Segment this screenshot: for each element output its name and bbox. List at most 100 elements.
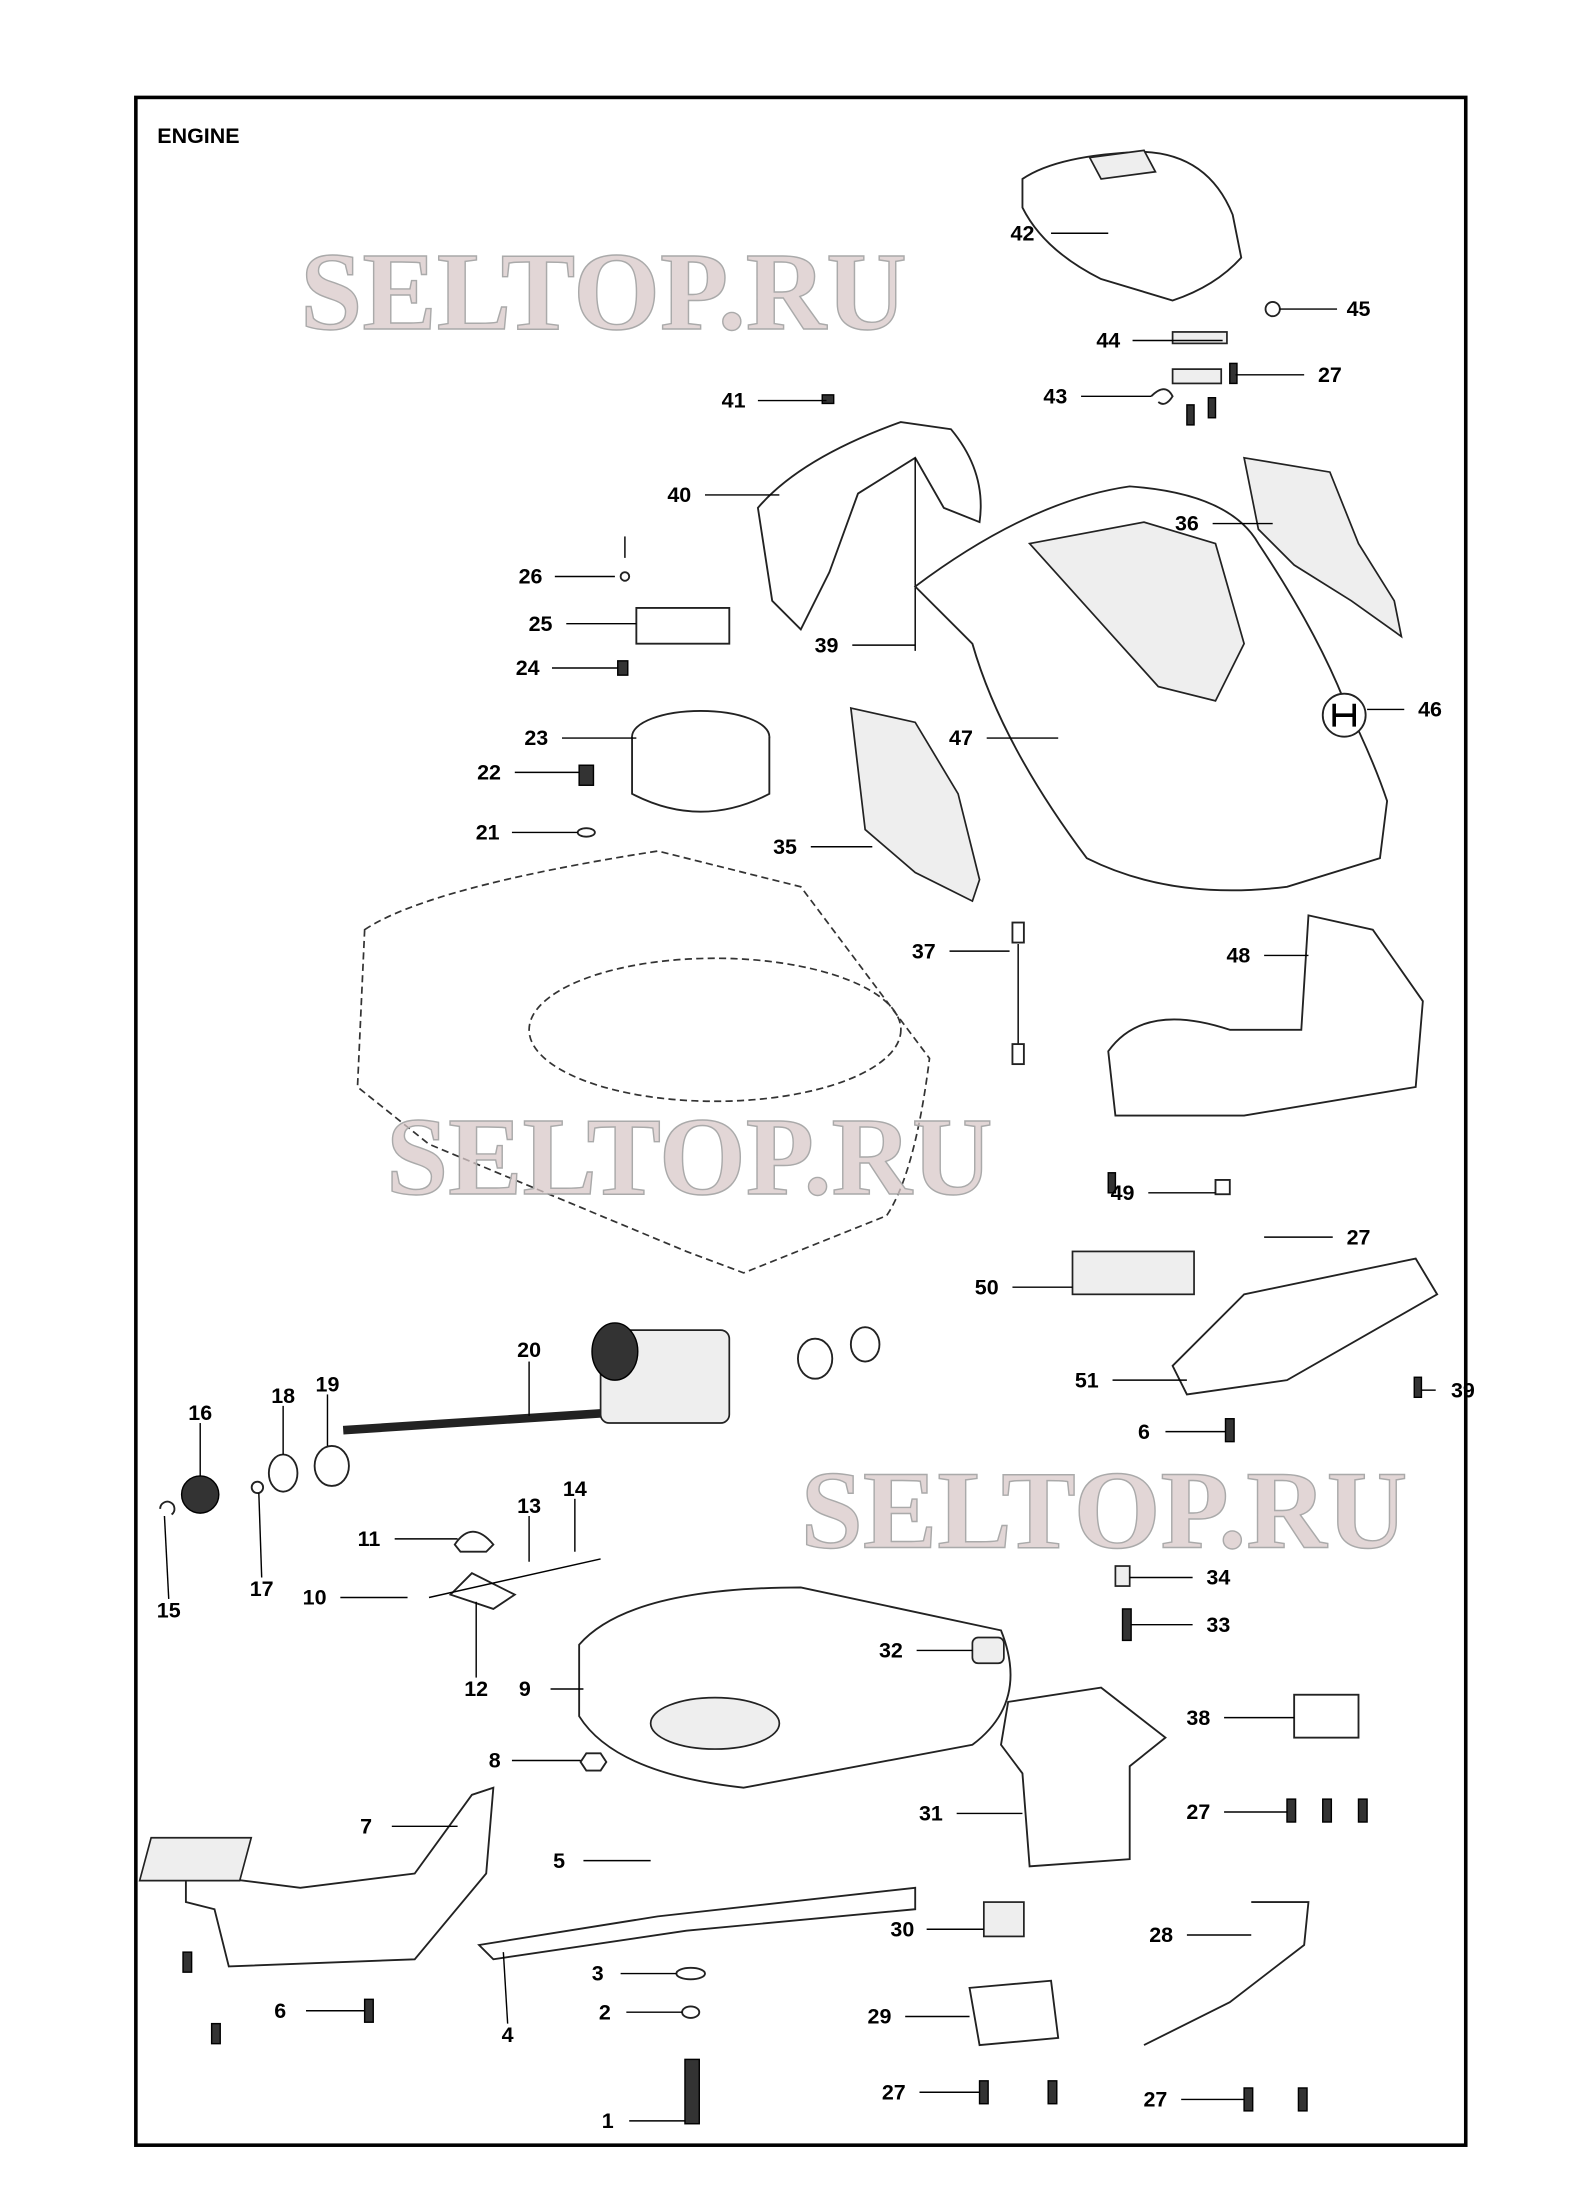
callout-part-27: 27 — [1186, 1800, 1210, 1824]
callout-part-1: 1 — [602, 2109, 614, 2133]
part-15-clip — [159, 1500, 176, 1516]
callout-part-17: 17 — [250, 1577, 274, 1601]
callout-part-27: 27 — [882, 2080, 906, 2104]
part-20-motor-end — [591, 1322, 639, 1381]
screw — [1186, 404, 1195, 426]
callout-part-40: 40 — [667, 483, 691, 507]
part-44 — [1171, 331, 1228, 345]
part-25-box — [635, 607, 731, 645]
callout-part-9: 9 — [519, 1677, 531, 1701]
callout-part-46: 46 — [1418, 698, 1442, 722]
part-40-panel — [756, 421, 982, 631]
callout-part-22: 22 — [477, 761, 501, 785]
part-43-spring — [1150, 388, 1174, 405]
callout-part-37: 37 — [912, 939, 936, 963]
callout-part-32: 32 — [879, 1639, 903, 1663]
callout-part-39: 39 — [815, 633, 839, 657]
part-37-connector — [1011, 921, 1025, 944]
callout-part-38: 38 — [1186, 1706, 1210, 1730]
callout-part-3: 3 — [592, 1962, 604, 1986]
callout-part-36: 36 — [1175, 512, 1199, 536]
screw — [1357, 1798, 1368, 1823]
part-37-connector-2 — [1011, 1043, 1025, 1066]
screw — [182, 1951, 193, 1973]
part-9-vent — [649, 1696, 781, 1750]
part-23-motor-body — [631, 736, 771, 813]
screw — [1243, 2087, 1254, 2112]
callout-part-13: 13 — [517, 1494, 541, 1518]
part-50-block — [1071, 1250, 1195, 1296]
callout-part-10: 10 — [303, 1586, 327, 1610]
part-42-cover — [1021, 150, 1243, 302]
part-34-clip — [1114, 1565, 1131, 1587]
part-5-hub — [138, 1836, 253, 1882]
screw — [1107, 1172, 1117, 1194]
callout-part-30: 30 — [890, 1917, 914, 1941]
diagram-frame — [134, 95, 1468, 2147]
part-4-blade — [477, 1886, 917, 1961]
screw — [978, 2080, 989, 2105]
callout-part-31: 31 — [919, 1802, 943, 1826]
part-38-module — [1293, 1693, 1360, 1739]
part-18-bearing — [267, 1453, 299, 1493]
watermark: SELTOP.RU — [300, 231, 906, 354]
callout-part-25: 25 — [529, 612, 553, 636]
callout-part-47: 47 — [949, 726, 973, 750]
part-drawings — [138, 149, 1439, 2125]
callout-part-33: 33 — [1206, 1613, 1230, 1637]
callout-part-14: 14 — [563, 1477, 587, 1501]
screw — [1229, 362, 1238, 385]
part-33-spring — [1121, 1608, 1132, 1642]
part-8-nut — [579, 1752, 608, 1772]
callout-part-4: 4 — [502, 2023, 514, 2047]
part-24-screw — [617, 660, 629, 676]
watermark: SELTOP.RU — [801, 1449, 1407, 1572]
part-48-shell — [1107, 914, 1424, 1117]
callout-part-19: 19 — [316, 1373, 340, 1397]
callout-part-48: 48 — [1226, 944, 1250, 968]
part-47-opening — [1027, 521, 1246, 702]
part-28-harness — [1143, 1901, 1310, 2046]
part-bushing — [797, 1337, 834, 1380]
callout-part-49: 49 — [1111, 1181, 1135, 1205]
callout-part-26: 26 — [519, 565, 543, 589]
screw — [363, 1998, 374, 2023]
part-19-bushing — [313, 1444, 350, 1487]
callout-part-45: 45 — [1347, 297, 1371, 321]
callout-part-18: 18 — [271, 1384, 295, 1408]
callout-leader-line — [163, 1515, 170, 1599]
part-17-washer — [250, 1480, 265, 1495]
watermark: SELTOP.RU — [386, 1096, 992, 1219]
callout-part-21: 21 — [476, 821, 500, 845]
callout-part-44: 44 — [1096, 329, 1120, 353]
callout-part-43: 43 — [1043, 384, 1067, 408]
callout-part-6: 6 — [274, 1999, 286, 2023]
callout-part-35: 35 — [773, 835, 797, 859]
screw — [1224, 1418, 1235, 1443]
callout-part-24: 24 — [516, 656, 540, 680]
part-12-bracket — [448, 1572, 517, 1610]
screw — [1322, 1798, 1333, 1823]
part-46-logo-mark — [1332, 703, 1356, 727]
callout-part-51: 51 — [1075, 1368, 1099, 1392]
part-21-washer — [576, 827, 596, 838]
part-43-plate — [1171, 368, 1223, 385]
callout-part-27: 27 — [1144, 2088, 1168, 2112]
callout-part-28: 28 — [1149, 1923, 1173, 1947]
part-22-bolt — [578, 764, 595, 786]
chassis-deck — [528, 957, 902, 1103]
part-bearing — [849, 1326, 881, 1363]
part-45-spring — [1264, 300, 1281, 318]
part-36-panel — [1243, 456, 1403, 639]
screw — [1207, 397, 1217, 419]
callout-part-11: 11 — [358, 1527, 381, 1551]
part-49-clip — [1214, 1179, 1231, 1196]
watermarks: SELTOP.RU SELTOP.RU SELTOP.RU — [300, 230, 1408, 1573]
callout-part-39: 39 — [1451, 1378, 1475, 1402]
callout-part-20: 20 — [517, 1338, 541, 1362]
callout-leader-line — [502, 1952, 509, 2024]
screw — [1297, 2087, 1308, 2112]
screw — [1047, 2080, 1058, 2105]
